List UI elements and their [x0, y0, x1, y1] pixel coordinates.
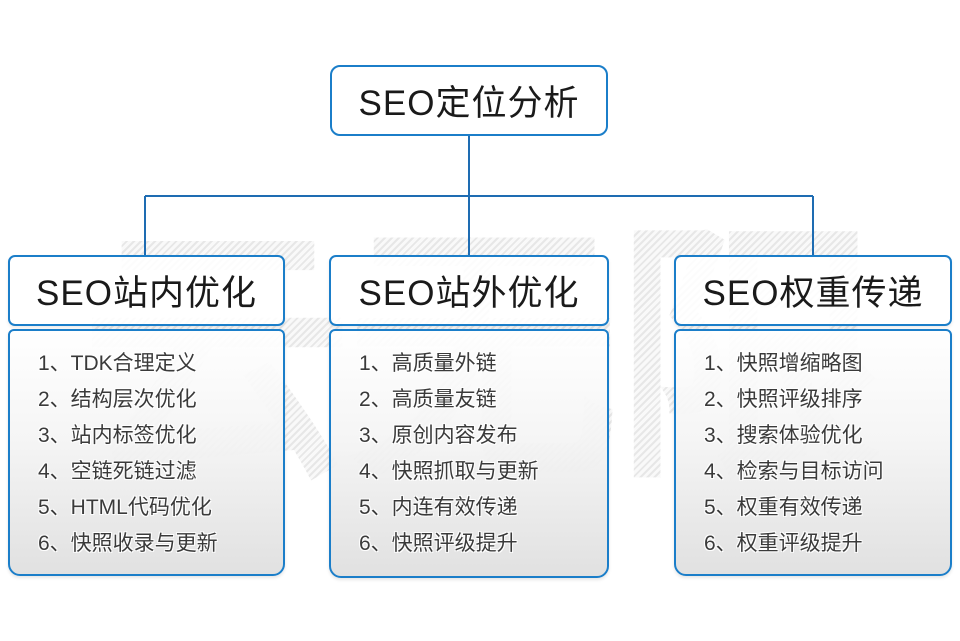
list-item: 4、快照抓取与更新	[359, 460, 539, 483]
column-onsite-panel: 1、TDK合理定义 2、结构层次优化 3、站内标签优化 4、空链死链过滤 5、H…	[8, 329, 285, 576]
list-item: 6、快照评级提升	[359, 532, 518, 555]
list-item: 2、结构层次优化	[38, 388, 197, 411]
list-item: 5、权重有效传递	[704, 496, 863, 519]
list-item: 5、HTML代码优化	[38, 496, 212, 519]
column-onsite-title: SEO站内优化	[36, 274, 257, 313]
list-item: 3、搜索体验优化	[704, 424, 863, 447]
list-item: 4、检索与目标访问	[704, 460, 884, 483]
list-item: 5、内连有效传递	[359, 496, 518, 519]
list-item: 3、原创内容发布	[359, 424, 518, 447]
column-offsite-header: SEO站外优化	[329, 255, 609, 326]
column-weight-title: SEO权重传递	[702, 274, 924, 313]
column-offsite-panel: 1、高质量外链 2、高质量友链 3、原创内容发布 4、快照抓取与更新 5、内连有…	[329, 329, 609, 578]
list-item: 1、快照增缩略图	[704, 352, 863, 375]
list-item: 1、TDK合理定义	[38, 352, 197, 375]
root-node: SEO定位分析	[330, 65, 608, 136]
column-weight-header: SEO权重传递	[674, 255, 952, 326]
column-weight-panel: 1、快照增缩略图 2、快照评级排序 3、搜索体验优化 4、检索与目标访问 5、权…	[674, 329, 952, 576]
column-offsite-list: 1、高质量外链 2、高质量友链 3、原创内容发布 4、快照抓取与更新 5、内连有…	[331, 331, 607, 562]
column-onsite-header: SEO站内优化	[8, 255, 285, 326]
list-item: 3、站内标签优化	[38, 424, 197, 447]
list-item: 2、高质量友链	[359, 388, 497, 411]
column-offsite-title: SEO站外优化	[358, 274, 580, 313]
list-item: 4、空链死链过滤	[38, 460, 197, 483]
list-item: 2、快照评级排序	[704, 388, 863, 411]
list-item: 1、高质量外链	[359, 352, 497, 375]
column-weight-list: 1、快照增缩略图 2、快照评级排序 3、搜索体验优化 4、检索与目标访问 5、权…	[676, 331, 950, 562]
list-item: 6、快照收录与更新	[38, 532, 218, 555]
root-node-title: SEO定位分析	[358, 84, 580, 123]
list-item: 6、权重评级提升	[704, 532, 863, 555]
column-onsite-list: 1、TDK合理定义 2、结构层次优化 3、站内标签优化 4、空链死链过滤 5、H…	[10, 331, 283, 562]
